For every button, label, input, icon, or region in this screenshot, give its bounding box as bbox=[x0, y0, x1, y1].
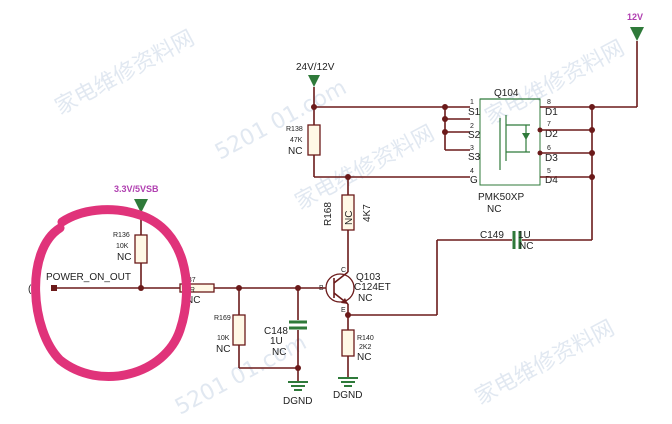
capacitor-c148: C148 1U NC bbox=[264, 320, 307, 358]
part-note: NC bbox=[487, 204, 501, 215]
mosfet-q104: Q104 1 S1 2 S2 3 S3 4 G 8 D1 7 D2 6 D3 5… bbox=[468, 88, 558, 215]
watermark-text: 家电维修资料网 bbox=[471, 316, 619, 410]
part-value: 10K bbox=[116, 243, 129, 250]
pin-label: D2 bbox=[545, 129, 558, 140]
part-note: NC bbox=[358, 293, 372, 304]
junction-dot bbox=[589, 104, 595, 110]
part-ref: Q104 bbox=[494, 88, 519, 99]
pin-number: 7 bbox=[547, 121, 551, 128]
pin-label: S3 bbox=[468, 152, 481, 163]
junction-dot bbox=[537, 127, 543, 133]
part-value: C124ET bbox=[354, 282, 391, 293]
part-note: NC bbox=[272, 347, 286, 358]
resistor-r138: R138 47K NC bbox=[286, 124, 321, 157]
resistor-body bbox=[232, 314, 246, 346]
pin-number: 4 bbox=[470, 168, 474, 175]
part-ref: R168 bbox=[323, 202, 334, 226]
part-note: NC bbox=[344, 211, 355, 225]
part-value: 47K bbox=[290, 137, 303, 144]
pin-label: S2 bbox=[468, 130, 481, 141]
part-ref: R169 bbox=[214, 315, 231, 322]
highlight-circle bbox=[31, 205, 191, 381]
junction-dot bbox=[138, 285, 144, 291]
junction-dot bbox=[442, 129, 448, 135]
pin-number: 2 bbox=[470, 123, 474, 130]
resistor-body bbox=[307, 124, 321, 156]
rail-3v3: 3.3V/5VSB bbox=[114, 184, 159, 213]
part-note: NC bbox=[288, 146, 302, 157]
resistor-r169: R169 10K NC bbox=[214, 314, 246, 355]
part-value: 1U bbox=[270, 336, 283, 347]
part-note: NC bbox=[519, 241, 533, 252]
junction-dot bbox=[589, 174, 595, 180]
rail-24v-label: 24V/12V bbox=[296, 62, 335, 73]
resistor-r136: R136 10K NC bbox=[113, 232, 148, 264]
part-ref: R140 bbox=[357, 335, 374, 342]
part-ref: C149 bbox=[480, 230, 504, 241]
rail-12v: 12V bbox=[627, 12, 644, 107]
pin-label: E bbox=[341, 307, 346, 314]
resistor-body bbox=[134, 234, 148, 264]
junction-dot bbox=[442, 104, 448, 110]
part-value: PMK50XP bbox=[478, 192, 524, 203]
watermark-text: 家电维修资料网 bbox=[51, 26, 199, 120]
pin-label: D4 bbox=[545, 175, 558, 186]
part-value: 1U bbox=[518, 230, 531, 241]
rail-arrow bbox=[630, 27, 644, 41]
junction-dot bbox=[537, 150, 543, 156]
port-marker bbox=[51, 285, 57, 291]
junction-dot bbox=[442, 116, 448, 122]
part-note: NC bbox=[186, 295, 200, 306]
watermark: 家电维修资料网 家电维修资料网 家电维修资料网 家电维修资料网 5201 01.… bbox=[51, 26, 629, 420]
pin-label: S1 bbox=[468, 107, 481, 118]
ground-label: DGND bbox=[283, 396, 312, 407]
pin-number: 3 bbox=[470, 145, 474, 152]
part-ref: R136 bbox=[113, 232, 130, 239]
rail-12v-label: 12V bbox=[627, 12, 643, 22]
pin-number: 1 bbox=[470, 99, 474, 106]
part-ref: Q103 bbox=[356, 272, 381, 283]
capacitor-c149: C149 1U NC bbox=[480, 230, 533, 252]
junction-dot bbox=[295, 365, 301, 371]
resistor-r140: R140 2K2 NC bbox=[341, 329, 374, 363]
rail-arrow bbox=[308, 75, 320, 87]
pin-label: C bbox=[341, 267, 346, 274]
pin-label: D3 bbox=[545, 153, 558, 164]
signal-label: POWER_ON_OUT bbox=[46, 272, 131, 283]
part-value: 4K7 bbox=[362, 204, 373, 222]
junction-dot bbox=[345, 312, 351, 318]
resistor-r168: R168 NC 4K7 bbox=[323, 194, 373, 231]
pin-label: G bbox=[470, 175, 478, 186]
pin-label: D1 bbox=[545, 107, 558, 118]
resistor-body bbox=[341, 329, 355, 357]
part-ref: R138 bbox=[286, 126, 303, 133]
part-value: 10K bbox=[217, 335, 230, 342]
ground-label: DGND bbox=[333, 390, 362, 401]
ground-symbol: DGND bbox=[283, 381, 312, 407]
collector-lead bbox=[333, 271, 349, 284]
emitter-arrow-icon bbox=[341, 298, 348, 304]
part-note: NC bbox=[357, 352, 371, 363]
pin-number: 5 bbox=[547, 168, 551, 175]
junction-dot bbox=[589, 127, 595, 133]
junction-dot bbox=[589, 150, 595, 156]
pin-number: 8 bbox=[547, 99, 551, 106]
ground-symbol: DGND bbox=[333, 377, 362, 401]
part-ref: C148 bbox=[264, 326, 288, 337]
part-note: NC bbox=[117, 252, 131, 263]
pin-number: 6 bbox=[547, 145, 551, 152]
part-note: NC bbox=[216, 344, 230, 355]
rail-3v3-label: 3.3V/5VSB bbox=[114, 184, 159, 194]
transistor-q103: C B E Q103 C124ET NC bbox=[319, 267, 391, 314]
watermark-text: 5201 01.com bbox=[211, 75, 351, 165]
part-value: 2K2 bbox=[359, 344, 372, 351]
rail-arrow bbox=[134, 199, 148, 213]
